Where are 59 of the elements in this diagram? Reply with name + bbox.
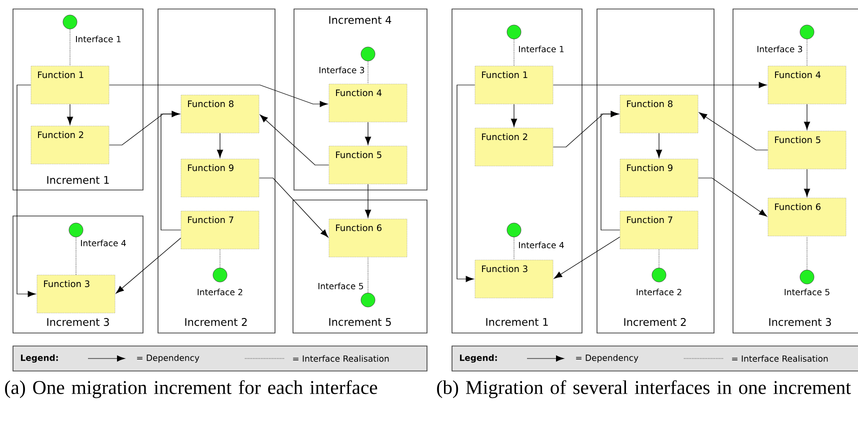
legend-text: = Dependency — [137, 354, 200, 363]
legend-text: = Dependency — [576, 354, 638, 363]
function-box: Function 7 — [620, 210, 698, 250]
arrow — [216, 132, 224, 158]
arrow — [552, 82, 767, 88]
dotted-line — [658, 248, 660, 268]
function-box: Function 9 — [180, 158, 260, 198]
arrow — [456, 84, 476, 282]
arrow — [116, 238, 182, 294]
function-box: Function 8 — [180, 94, 260, 134]
arrow — [66, 104, 74, 125]
dotted-line — [806, 236, 808, 270]
interface-label: Interface 2 — [198, 288, 242, 296]
function-box: Function 4 — [768, 66, 846, 104]
arrow — [364, 122, 372, 145]
function-box: Function 7 — [180, 210, 260, 250]
arrow — [260, 114, 330, 166]
arrow — [364, 184, 372, 218]
function-box: Function 3 — [474, 260, 554, 298]
arrow — [804, 104, 810, 130]
legend-title: Legend: — [460, 354, 497, 363]
function-box: Function 9 — [620, 158, 698, 198]
legend-text: = Interface Realisation — [732, 355, 828, 362]
arrow — [160, 110, 182, 230]
function-box: Function 5 — [328, 146, 408, 184]
interface-label: Interface 5 — [318, 282, 364, 290]
arrow — [698, 112, 768, 150]
interface-label: Interface 3 — [757, 46, 802, 52]
function-box: Function 4 — [328, 84, 408, 122]
function-box: Function 1 — [474, 66, 554, 104]
arrow — [600, 110, 620, 230]
interface-label: Interface 1 — [76, 36, 121, 42]
caption: (a) One migration increment for each interface — [5, 380, 378, 398]
interface-label: Interface 4 — [81, 240, 126, 246]
legend-title: Legend: — [21, 354, 58, 363]
arrow — [804, 168, 810, 197]
interface-label: Interface 3 — [319, 66, 364, 74]
arrow — [554, 236, 620, 279]
interface-label: Interface 2 — [636, 288, 682, 296]
caption: (b) Migration of several interfaces in one increment — [437, 380, 851, 398]
interface-label: Interface 1 — [519, 46, 564, 52]
function-box: Function 5 — [768, 130, 846, 170]
arrow — [510, 104, 518, 127]
dotted-line — [806, 38, 808, 66]
function-box: Function 2 — [30, 126, 110, 164]
arrow — [258, 178, 328, 238]
function-box: Function 6 — [328, 218, 408, 258]
function-box: Function 6 — [768, 198, 846, 236]
function-box: Function 3 — [36, 274, 116, 314]
interface-label: Interface 4 — [519, 242, 564, 248]
function-box: Function 1 — [30, 66, 110, 104]
function-box: Function 2 — [474, 128, 554, 166]
arrow — [656, 132, 662, 158]
arrow — [16, 84, 36, 298]
arrow — [698, 178, 768, 217]
interface-label: Interface 5 — [784, 288, 830, 296]
function-box: Function 8 — [620, 94, 698, 134]
arrow — [108, 84, 328, 108]
legend-text: = Interface Realisation — [293, 355, 389, 362]
